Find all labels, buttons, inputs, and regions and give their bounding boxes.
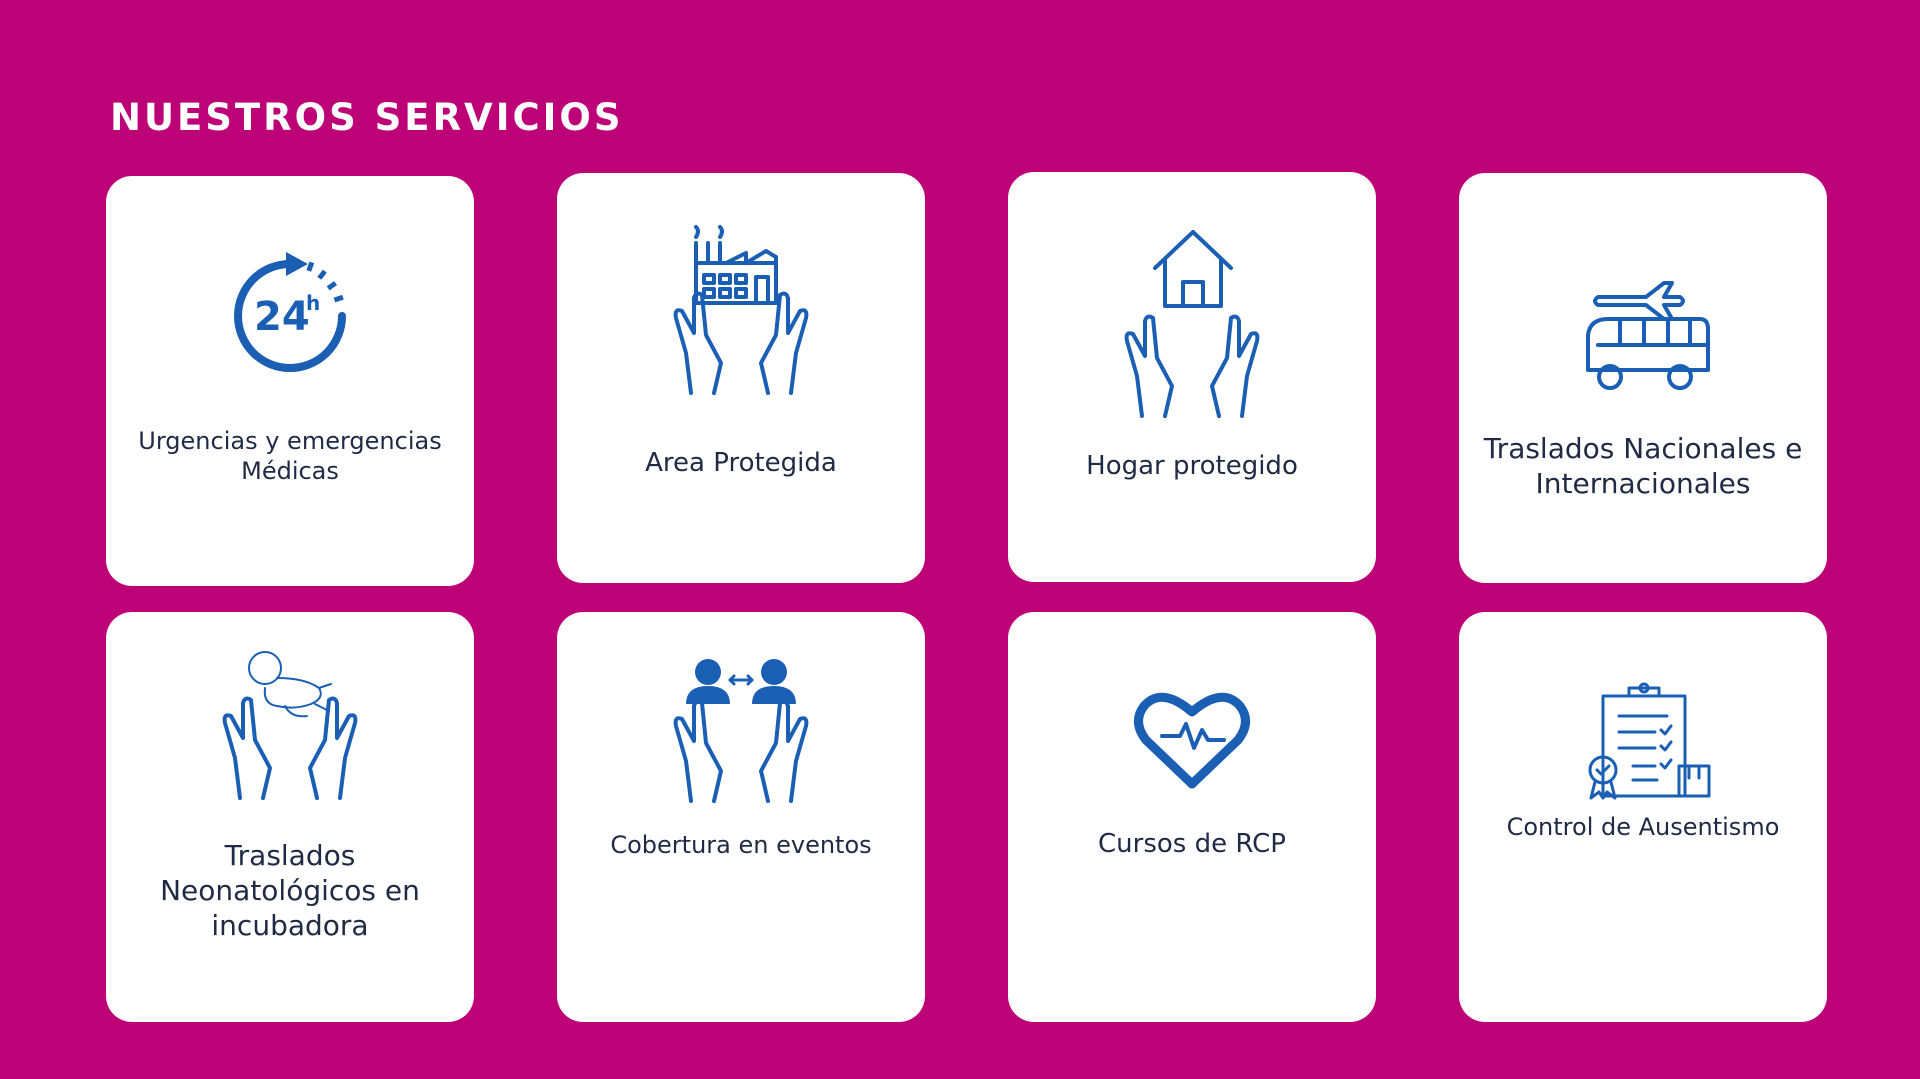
- hands-baby-icon: [106, 648, 474, 808]
- service-label: Hogar protegido: [1086, 451, 1298, 481]
- svg-text:h: h: [306, 291, 320, 315]
- service-label: Traslados Neonatológicos en incubadora: [160, 839, 420, 942]
- heart-pulse-icon: [1008, 684, 1376, 794]
- service-card-eventos[interactable]: Cobertura en eventos: [557, 612, 925, 1022]
- service-card-urgencias[interactable]: 24 h Urgencias y emergencias Médicas: [106, 176, 474, 586]
- plane-bus-icon: [1459, 275, 1827, 405]
- service-card-ausentismo[interactable]: Control de Ausentismo: [1459, 612, 1827, 1022]
- hands-house-icon: [1008, 226, 1376, 426]
- service-card-neonatologicos[interactable]: Traslados Neonatológicos en incubadora: [106, 612, 474, 1022]
- service-card-traslados[interactable]: Traslados Nacionales e Internacionales: [1459, 173, 1827, 583]
- service-card-rcp[interactable]: Cursos de RCP: [1008, 612, 1376, 1022]
- service-label: Traslados Nacionales e Internacionales: [1483, 432, 1803, 500]
- service-label: Area Protegida: [645, 448, 837, 478]
- svg-text:24: 24: [254, 294, 310, 340]
- page-title: NUESTROS SERVICIOS: [110, 96, 624, 139]
- service-label: Control de Ausentismo: [1506, 813, 1780, 841]
- service-label: Cursos de RCP: [1098, 829, 1286, 859]
- clipboard-check-icon: [1459, 682, 1827, 802]
- service-card-hogar-protegido[interactable]: Hogar protegido: [1008, 172, 1376, 582]
- service-label: Cobertura en eventos: [610, 831, 872, 859]
- hands-people-icon: [557, 656, 925, 806]
- hands-factory-icon: [557, 223, 925, 413]
- service-card-area-protegida[interactable]: Area Protegida: [557, 173, 925, 583]
- service-label: Urgencias y emergencias Médicas: [138, 427, 442, 485]
- clock-24h-icon: 24 h: [106, 246, 474, 386]
